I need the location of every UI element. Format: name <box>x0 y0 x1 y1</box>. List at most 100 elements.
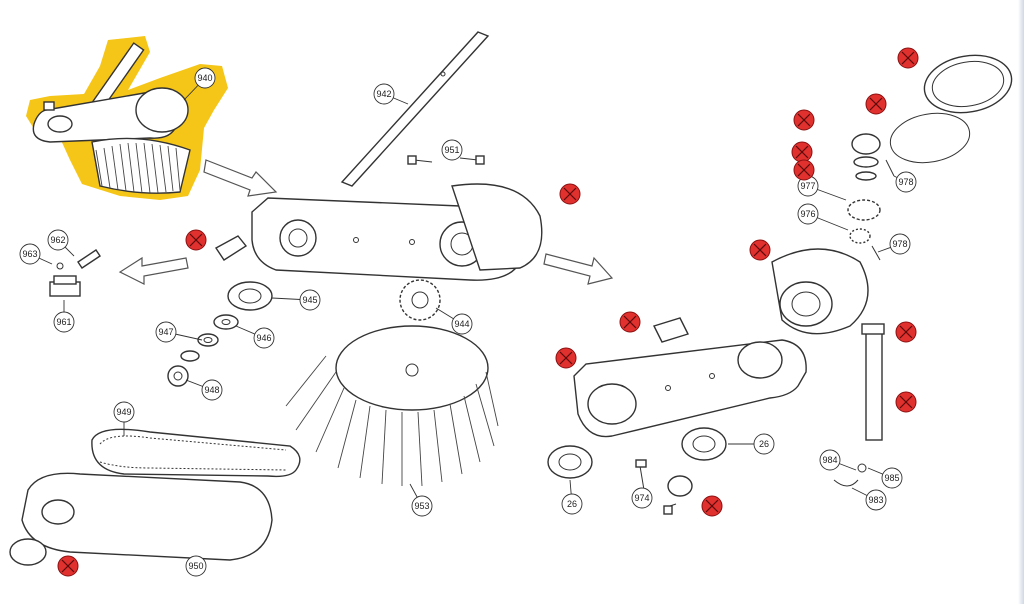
callout-circle <box>47 229 69 251</box>
callout-947: 947 <box>155 321 203 343</box>
callout-940: 940 <box>183 67 216 101</box>
callout-circle <box>881 467 903 489</box>
callout-circle <box>113 401 135 423</box>
red-x-marker <box>791 141 813 163</box>
callout-26a: 26 <box>728 433 775 455</box>
callout-961: 961 <box>53 300 75 333</box>
callout-label: 944 <box>454 319 469 329</box>
callout-976: 976 <box>797 203 849 231</box>
part-976-977-gears <box>847 133 895 261</box>
red-x-marker <box>749 239 771 261</box>
callout-circle <box>865 489 887 511</box>
callout-953: 953 <box>409 483 433 517</box>
callout-label: 983 <box>868 495 883 505</box>
callout-974: 974 <box>631 487 653 509</box>
callout-945: 945 <box>271 289 321 311</box>
callout-951: 951 <box>441 139 463 161</box>
callout-circle <box>889 233 911 255</box>
callout-circle <box>53 311 75 333</box>
callout-label: 26 <box>759 439 769 449</box>
callout-963: 963 <box>19 243 53 265</box>
callout-label: 949 <box>116 407 131 417</box>
callout-label: 974 <box>634 493 649 503</box>
callout-978a: 978 <box>893 171 917 193</box>
callout-label: 976 <box>800 209 815 219</box>
part-961-962-963-clip <box>49 249 101 297</box>
callout-label: 942 <box>376 89 391 99</box>
callout-circle <box>373 83 395 105</box>
callout-label: 948 <box>204 385 219 395</box>
callout-circle <box>411 495 433 517</box>
red-x-marker <box>793 159 815 181</box>
red-x-marker <box>555 347 577 369</box>
callout-985: 985 <box>867 467 903 489</box>
callout-label: 977 <box>800 181 815 191</box>
part-949-belt <box>91 428 301 478</box>
red-x-marker <box>895 321 917 343</box>
callout-circle <box>19 243 41 265</box>
callout-circle <box>797 203 819 225</box>
part-26-bearings <box>547 427 727 479</box>
callout-label: 961 <box>56 317 71 327</box>
red-x-marker <box>793 109 815 131</box>
callout-circle <box>253 327 275 349</box>
callout-label: 950 <box>188 561 203 571</box>
callout-circle <box>155 321 177 343</box>
callout-949: 949 <box>113 401 135 436</box>
red-x-marker <box>185 229 207 251</box>
red-x-marker <box>559 183 581 205</box>
callout-942: 942 <box>373 83 409 105</box>
callout-26b: 26 <box>561 479 583 515</box>
callout-983: 983 <box>851 487 887 511</box>
callout-label: 978 <box>898 177 913 187</box>
callout-circle <box>819 449 841 471</box>
callout-circle <box>561 493 583 515</box>
part-drum-right <box>771 248 869 335</box>
red-x-marker <box>57 555 79 577</box>
callout-circle <box>201 379 223 401</box>
part-974-screws <box>214 235 693 515</box>
part-944-gear <box>399 279 441 321</box>
window-edge <box>1018 0 1024 604</box>
marker-layer <box>57 47 919 577</box>
red-x-marker <box>865 93 887 115</box>
callout-label: 984 <box>822 455 837 465</box>
callout-label: 945 <box>302 295 317 305</box>
part-950-cover <box>9 472 273 566</box>
red-x-marker <box>701 495 723 517</box>
part-953-big-brush <box>285 325 499 487</box>
callout-circle <box>451 313 473 335</box>
part-rings <box>889 54 1013 164</box>
callout-label: 947 <box>158 327 173 337</box>
part-housing-left <box>251 183 543 281</box>
callout-circle <box>194 67 216 89</box>
callout-label: 963 <box>22 249 37 259</box>
red-x-marker <box>897 47 919 69</box>
callout-label: 26 <box>567 499 577 509</box>
callout-circle <box>895 171 917 193</box>
part-946-947-washers <box>180 314 239 362</box>
flow-arrows <box>118 159 614 285</box>
callout-label: 985 <box>884 473 899 483</box>
callout-label: 946 <box>256 333 271 343</box>
callout-946: 946 <box>235 325 275 349</box>
callout-950: 950 <box>185 555 207 577</box>
red-x-marker <box>895 391 917 413</box>
callout-label: 962 <box>50 235 65 245</box>
callout-label: 978 <box>892 239 907 249</box>
callout-978b: 978 <box>877 233 911 255</box>
callout-label: 940 <box>197 73 212 83</box>
callout-circle <box>753 433 775 455</box>
part-948-nut <box>167 365 189 387</box>
callout-circle <box>299 289 321 311</box>
part-right-shaft <box>833 323 885 487</box>
callout-948: 948 <box>185 379 223 401</box>
part-940-brush-assembly <box>32 42 191 194</box>
part-945-bearing <box>227 281 273 311</box>
part-951-screws <box>407 155 485 165</box>
part-942-shaft <box>340 31 490 187</box>
callout-layer: 940 942 951 962 963 961 945 947 946 948 944 949 953 9… <box>19 67 917 577</box>
callout-962: 962 <box>47 229 75 257</box>
callout-label: 951 <box>444 145 459 155</box>
